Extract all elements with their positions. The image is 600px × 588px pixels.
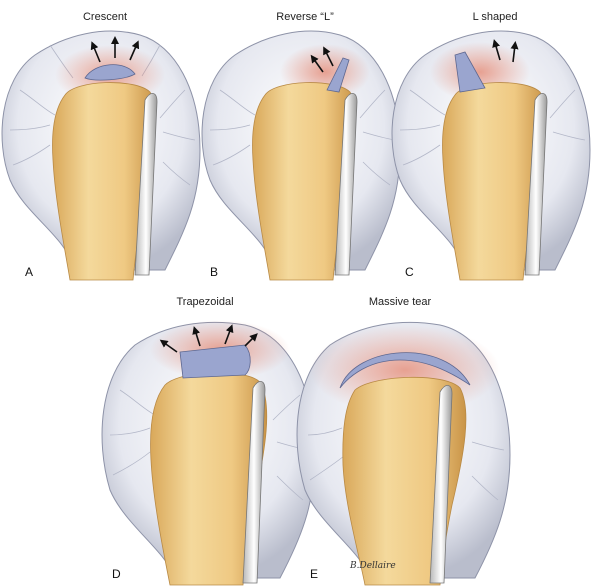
panel-d: Trapezoidal D [101, 296, 316, 586]
artist-signature: B.Dellaire [349, 561, 396, 571]
capsule-folds [307, 427, 505, 501]
arrows [310, 46, 334, 73]
arthroscope [242, 381, 266, 584]
tear [84, 64, 136, 81]
panel-letter: C [405, 265, 414, 279]
arrows [159, 324, 258, 353]
tear [326, 57, 350, 93]
panel-e: Massive tear E B.Dellaire [296, 296, 511, 586]
arrows [90, 36, 140, 63]
panel-c: L shaped C [391, 11, 591, 281]
panel-title: Trapezoidal [176, 296, 233, 308]
arrows [492, 39, 519, 63]
tear [339, 352, 471, 389]
panel-letter: A [25, 265, 33, 279]
panel-letter: D [112, 567, 121, 581]
arthroscope [334, 93, 358, 276]
arthroscope [134, 93, 158, 276]
panel-title: L shaped [473, 11, 518, 23]
panel-title: Reverse “L” [276, 11, 334, 23]
arthroscope [429, 385, 453, 584]
panel-title: Massive tear [369, 296, 432, 308]
arthroscope [524, 93, 548, 276]
panel-a: Crescent A [1, 11, 201, 281]
capsule-folds [399, 89, 586, 166]
panel-letter: E [310, 567, 318, 581]
panel-title: Crescent [83, 11, 127, 23]
panel-letter: B [210, 265, 218, 279]
tear [454, 51, 486, 93]
panel-b: Reverse “L” B [201, 11, 401, 281]
